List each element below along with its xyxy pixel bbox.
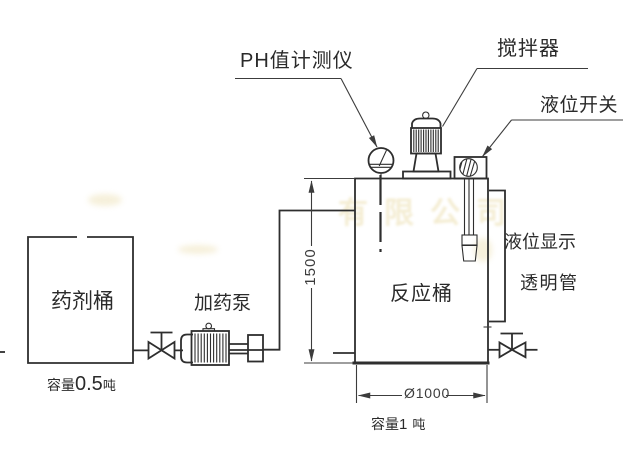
watermark-smudge [178, 245, 218, 254]
dosing-pump-label: 加药泵 [194, 293, 252, 314]
level-switch-leader [482, 119, 623, 157]
level-display-label-line2: 透明管 [520, 273, 579, 293]
capacity-unit: 吨 [102, 378, 116, 393]
ph-meter-label: PH值计测仪 [240, 50, 354, 72]
dosing-pump-icon [180, 322, 264, 366]
capacity-value: 0.5 [75, 373, 103, 395]
agitator-icon [402, 111, 452, 180]
drain-valve-icon [488, 332, 538, 359]
capacity-value: 1 [399, 416, 408, 433]
sight-tube [483, 189, 506, 328]
reaction-tank-outline [333, 177, 490, 365]
ph-meter-leader [235, 77, 378, 148]
dimension-1500 [304, 177, 355, 364]
dimension-1500-text: 1500 [302, 248, 319, 286]
chemical-tank-outline [27, 236, 134, 364]
capacity-prefix: 容量 [371, 416, 399, 432]
discharge-pipe [263, 209, 355, 351]
agitator-label: 搅拌器 [497, 38, 560, 60]
feed-valve-icon [147, 331, 176, 361]
dimension-1000-text: Ø1000 [404, 385, 451, 401]
dimension-1000 [355, 365, 488, 403]
chemical-tank-label: 药剂桶 [51, 290, 114, 313]
level-probe [461, 178, 478, 262]
watermark-smudge [88, 194, 122, 206]
ph-meter-icon [367, 147, 395, 252]
level-display-label-line1: 液位显示 [504, 232, 576, 252]
capacity-prefix: 容量 [47, 377, 75, 393]
reaction-tank-label: 反应桶 [390, 283, 453, 305]
level-switch-icon [453, 156, 488, 180]
level-switch-label: 液位开关 [540, 95, 619, 116]
chemical-tank-capacity: 容量0.5吨 [47, 373, 116, 395]
agitator-leader [442, 67, 588, 127]
capacity-unit: 吨 [412, 417, 426, 432]
